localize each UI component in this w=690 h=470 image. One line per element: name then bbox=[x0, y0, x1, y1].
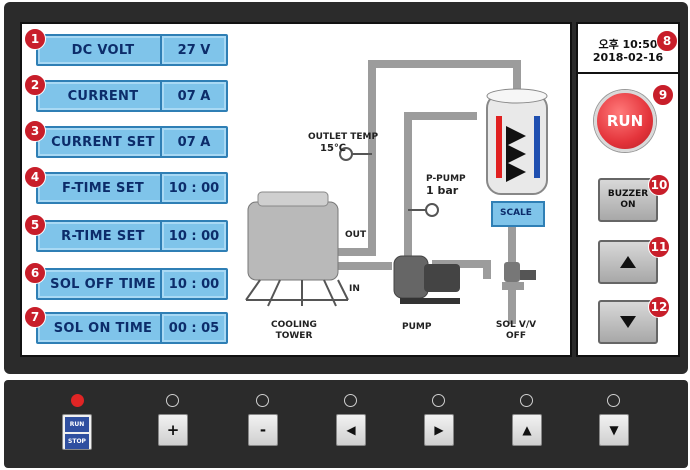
cooling-tower-line1: COOLING bbox=[271, 320, 317, 330]
badge-9: 9 bbox=[652, 84, 674, 106]
badge-2: 2 bbox=[24, 74, 46, 96]
outlet-temp-value: 15℃ bbox=[320, 143, 347, 154]
down-key[interactable]: ▼ bbox=[599, 414, 629, 446]
pump-label: PUMP bbox=[402, 322, 432, 332]
solvv-line1: SOL V/V bbox=[495, 320, 537, 330]
dc-volt-value[interactable]: 27 V bbox=[160, 34, 228, 66]
cooling-tower-label: COOLING TOWER bbox=[264, 320, 324, 342]
badge-12: 12 bbox=[648, 296, 670, 318]
in-label: IN bbox=[349, 284, 360, 294]
r-time-set-value[interactable]: 10 : 00 bbox=[160, 220, 228, 252]
up-led-icon bbox=[520, 394, 533, 407]
clock-display: 오후 10:50 2018-02-16 bbox=[578, 24, 678, 74]
badge-11: 11 bbox=[648, 236, 670, 258]
run-led-icon bbox=[71, 394, 84, 407]
controller-housing: DC VOLT 27 V CURRENT 07 A CURRENT SET 07… bbox=[4, 2, 688, 374]
buzzer-line1: BUZZER bbox=[607, 189, 649, 199]
minus-led-icon bbox=[256, 394, 269, 407]
right-key[interactable]: ▶ bbox=[424, 414, 454, 446]
main-screen: DC VOLT 27 V CURRENT 07 A CURRENT SET 07… bbox=[20, 22, 572, 357]
process-diagram bbox=[245, 60, 548, 324]
side-panel: 오후 10:50 2018-02-16 8 RUN 9 BUZZER ON 10… bbox=[576, 22, 680, 357]
badge-1: 1 bbox=[24, 28, 46, 50]
cooling-tower-icon bbox=[245, 191, 349, 307]
badge-7: 7 bbox=[24, 306, 46, 328]
outlet-temp-label: OUTLET TEMP bbox=[308, 132, 379, 142]
plus-key[interactable]: + bbox=[158, 414, 188, 446]
run-button[interactable]: RUN bbox=[594, 90, 656, 152]
pressure-gauge-icon bbox=[408, 203, 439, 217]
run-stop-run-label: RUN bbox=[65, 417, 89, 432]
scale-label: SCALE bbox=[500, 208, 532, 218]
out-label: OUT bbox=[345, 230, 367, 240]
current-set-value[interactable]: 07 A bbox=[160, 126, 228, 158]
run-stop-button[interactable]: RUN STOP bbox=[62, 414, 92, 450]
sol-off-time-value[interactable]: 10 : 00 bbox=[160, 268, 228, 300]
right-led-icon bbox=[432, 394, 445, 407]
up-key[interactable]: ▲ bbox=[512, 414, 542, 446]
current-value[interactable]: 07 A bbox=[160, 80, 228, 112]
badge-4: 4 bbox=[24, 166, 46, 188]
sol-on-time-value[interactable]: 00 : 05 bbox=[160, 312, 228, 344]
badge-8: 8 bbox=[656, 30, 678, 52]
buzzer-line2: ON bbox=[620, 200, 636, 210]
scale-tank-icon bbox=[486, 88, 548, 227]
outlet-temp-gauge-icon bbox=[339, 147, 372, 161]
clock-time: 오후 10:50 bbox=[598, 38, 658, 51]
sol-on-time-label: SOL ON TIME bbox=[36, 312, 170, 344]
badge-3: 3 bbox=[24, 120, 46, 142]
run-stop-stop-label: STOP bbox=[65, 434, 89, 449]
badge-5: 5 bbox=[24, 214, 46, 236]
up-arrow-icon bbox=[620, 256, 636, 268]
plus-led-icon bbox=[166, 394, 179, 407]
down-led-icon bbox=[607, 394, 620, 407]
left-led-icon bbox=[344, 394, 357, 407]
current-label: CURRENT bbox=[36, 80, 170, 112]
solenoid-valve-icon bbox=[502, 262, 536, 290]
pump-icon bbox=[393, 255, 460, 304]
keypad-panel: RUN STOP + - ◀ ▶ ▲ ▼ bbox=[4, 380, 688, 468]
f-time-set-label: F-TIME SET bbox=[36, 172, 170, 204]
ppump-label: P-PUMP bbox=[426, 174, 466, 184]
badge-10: 10 bbox=[648, 174, 670, 196]
ppump-value: 1 bar bbox=[426, 184, 459, 197]
current-set-label: CURRENT SET bbox=[36, 126, 170, 158]
left-key[interactable]: ◀ bbox=[336, 414, 366, 446]
minus-key[interactable]: - bbox=[248, 414, 278, 446]
clock-date: 2018-02-16 bbox=[592, 51, 664, 64]
sol-off-time-label: SOL OFF TIME bbox=[36, 268, 170, 300]
f-time-set-value[interactable]: 10 : 00 bbox=[160, 172, 228, 204]
badge-6: 6 bbox=[24, 262, 46, 284]
down-arrow-icon bbox=[620, 316, 636, 328]
solvv-label: SOL V/V OFF bbox=[492, 320, 540, 342]
dc-volt-label: DC VOLT bbox=[36, 34, 170, 66]
r-time-set-label: R-TIME SET bbox=[36, 220, 170, 252]
solvv-line2: OFF bbox=[506, 331, 526, 341]
cooling-tower-line2: TOWER bbox=[275, 331, 313, 341]
